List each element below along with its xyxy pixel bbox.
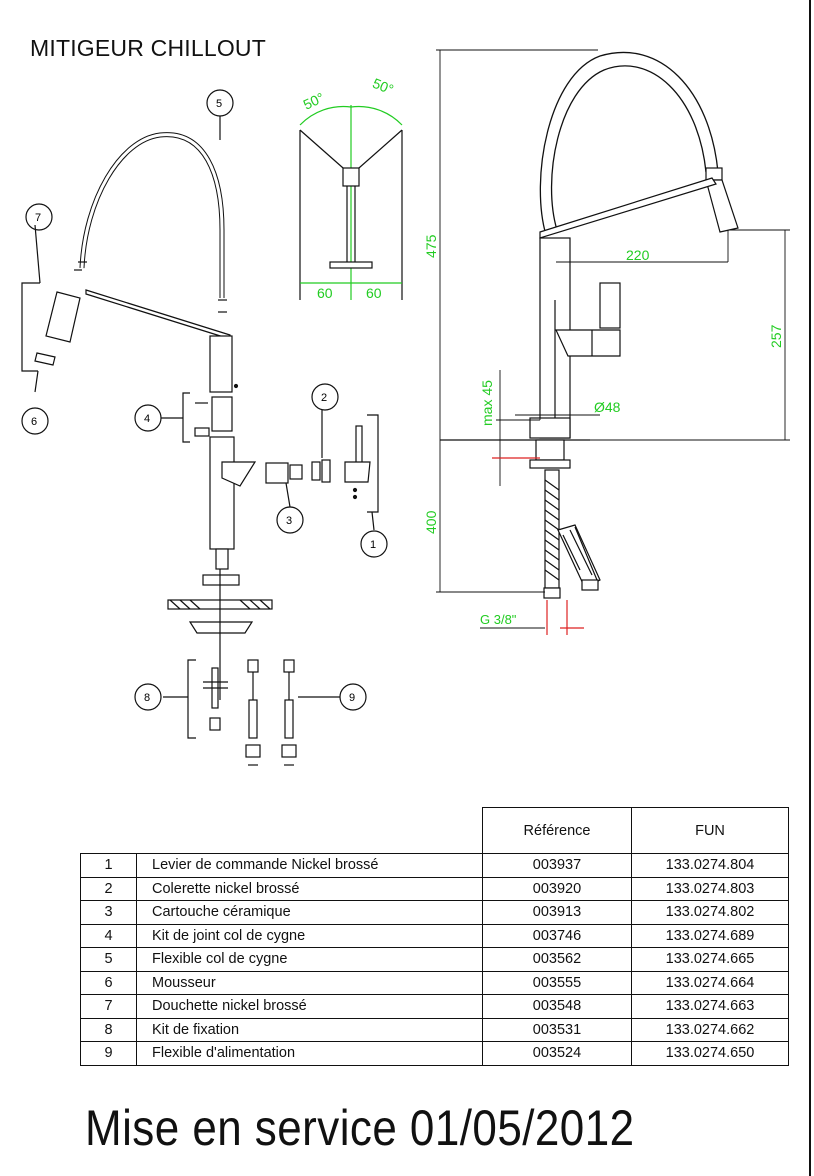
table-header-row: Référence FUN bbox=[81, 807, 789, 854]
table-row: 6 Mousseur 003555 133.0274.664 bbox=[80, 970, 789, 995]
callout-3: 3 bbox=[286, 515, 292, 527]
row-label: Cartouche céramique bbox=[136, 900, 483, 925]
row-label: Flexible col de cygne bbox=[136, 947, 483, 972]
row-fun: 133.0274.803 bbox=[631, 876, 789, 901]
callout-9: 9 bbox=[349, 692, 355, 704]
callout-7: 7 bbox=[35, 212, 41, 224]
row-reference: 003746 bbox=[482, 923, 632, 948]
callout-5: 5 bbox=[216, 98, 222, 110]
dim-width-right: 60 bbox=[366, 285, 382, 301]
page-border bbox=[809, 0, 811, 1176]
row-reference: 003548 bbox=[482, 994, 632, 1019]
document-title: MITIGEUR CHILLOUT bbox=[30, 35, 266, 61]
callout-1: 1 bbox=[370, 539, 376, 551]
callout-6: 6 bbox=[31, 416, 37, 428]
row-label: Levier de commande Nickel brossé bbox=[136, 853, 483, 878]
header-reference: Référence bbox=[482, 807, 632, 854]
row-fun: 133.0274.650 bbox=[631, 1041, 789, 1066]
callout-8: 8 bbox=[144, 692, 150, 704]
row-reference: 003531 bbox=[482, 1017, 632, 1042]
row-reference: 003920 bbox=[482, 876, 632, 901]
row-fun: 133.0274.662 bbox=[631, 1017, 789, 1042]
dim-thread: G 3/8" bbox=[480, 612, 517, 627]
table-row: 4 Kit de joint col de cygne 003746 133.0… bbox=[80, 923, 789, 948]
row-fun: 133.0274.804 bbox=[631, 853, 789, 878]
row-label: Colerette nickel brossé bbox=[136, 876, 483, 901]
row-label: Kit de joint col de cygne bbox=[136, 923, 483, 948]
row-reference: 003913 bbox=[482, 900, 632, 925]
table-row: 2 Colerette nickel brossé 003920 133.027… bbox=[80, 876, 789, 901]
table-row: 5 Flexible col de cygne 003562 133.0274.… bbox=[80, 947, 789, 972]
callout-4: 4 bbox=[144, 413, 150, 425]
row-fun: 133.0274.664 bbox=[631, 970, 789, 995]
row-number: 9 bbox=[80, 1041, 137, 1066]
row-number: 7 bbox=[80, 994, 137, 1019]
row-reference: 003562 bbox=[482, 947, 632, 972]
dim-diameter: Ø48 bbox=[594, 399, 621, 415]
row-number: 6 bbox=[80, 970, 137, 995]
table-row: 8 Kit de fixation 003531 133.0274.662 bbox=[80, 1017, 789, 1042]
row-label: Douchette nickel brossé bbox=[136, 994, 483, 1019]
dim-angle-left: 50° bbox=[301, 89, 327, 112]
row-fun: 133.0274.802 bbox=[631, 900, 789, 925]
table-row: 1 Levier de commande Nickel brossé 00393… bbox=[80, 853, 789, 878]
dim-height-total: 475 bbox=[423, 234, 439, 258]
row-fun: 133.0274.689 bbox=[631, 923, 789, 948]
dim-hose-length: 400 bbox=[423, 510, 439, 534]
row-label: Mousseur bbox=[136, 970, 483, 995]
technical-drawing: 5 7 4 6 2 3 1 8 9 50° 50° 60 60 475 220 … bbox=[21, 49, 790, 766]
callout-2: 2 bbox=[321, 392, 327, 404]
dim-angle-right: 50° bbox=[370, 75, 396, 98]
row-label: Flexible d'alimentation bbox=[136, 1041, 483, 1066]
row-number: 4 bbox=[80, 923, 137, 948]
row-fun: 133.0274.663 bbox=[631, 994, 789, 1019]
row-reference: 003524 bbox=[482, 1041, 632, 1066]
row-number: 8 bbox=[80, 1017, 137, 1042]
dim-reach: 220 bbox=[626, 247, 650, 263]
row-fun: 133.0274.665 bbox=[631, 947, 789, 972]
row-reference: 003555 bbox=[482, 970, 632, 995]
row-number: 2 bbox=[80, 876, 137, 901]
dim-spout-height: 257 bbox=[768, 324, 784, 348]
parts-table: Référence FUN 1 Levier de commande Nicke… bbox=[80, 807, 789, 1066]
row-reference: 003937 bbox=[482, 853, 632, 878]
row-label: Kit de fixation bbox=[136, 1017, 483, 1042]
row-number: 1 bbox=[80, 853, 137, 878]
table-row: 7 Douchette nickel brossé 003548 133.027… bbox=[80, 994, 789, 1019]
dim-width-left: 60 bbox=[317, 285, 333, 301]
service-date: Mise en service 01/05/2012 bbox=[85, 1100, 635, 1156]
dim-max-thickness: max 45 bbox=[479, 380, 495, 426]
row-number: 3 bbox=[80, 900, 137, 925]
table-row: 9 Flexible d'alimentation 003524 133.027… bbox=[80, 1041, 789, 1066]
table-row: 3 Cartouche céramique 003913 133.0274.80… bbox=[80, 900, 789, 925]
header-fun: FUN bbox=[631, 807, 789, 854]
row-number: 5 bbox=[80, 947, 137, 972]
